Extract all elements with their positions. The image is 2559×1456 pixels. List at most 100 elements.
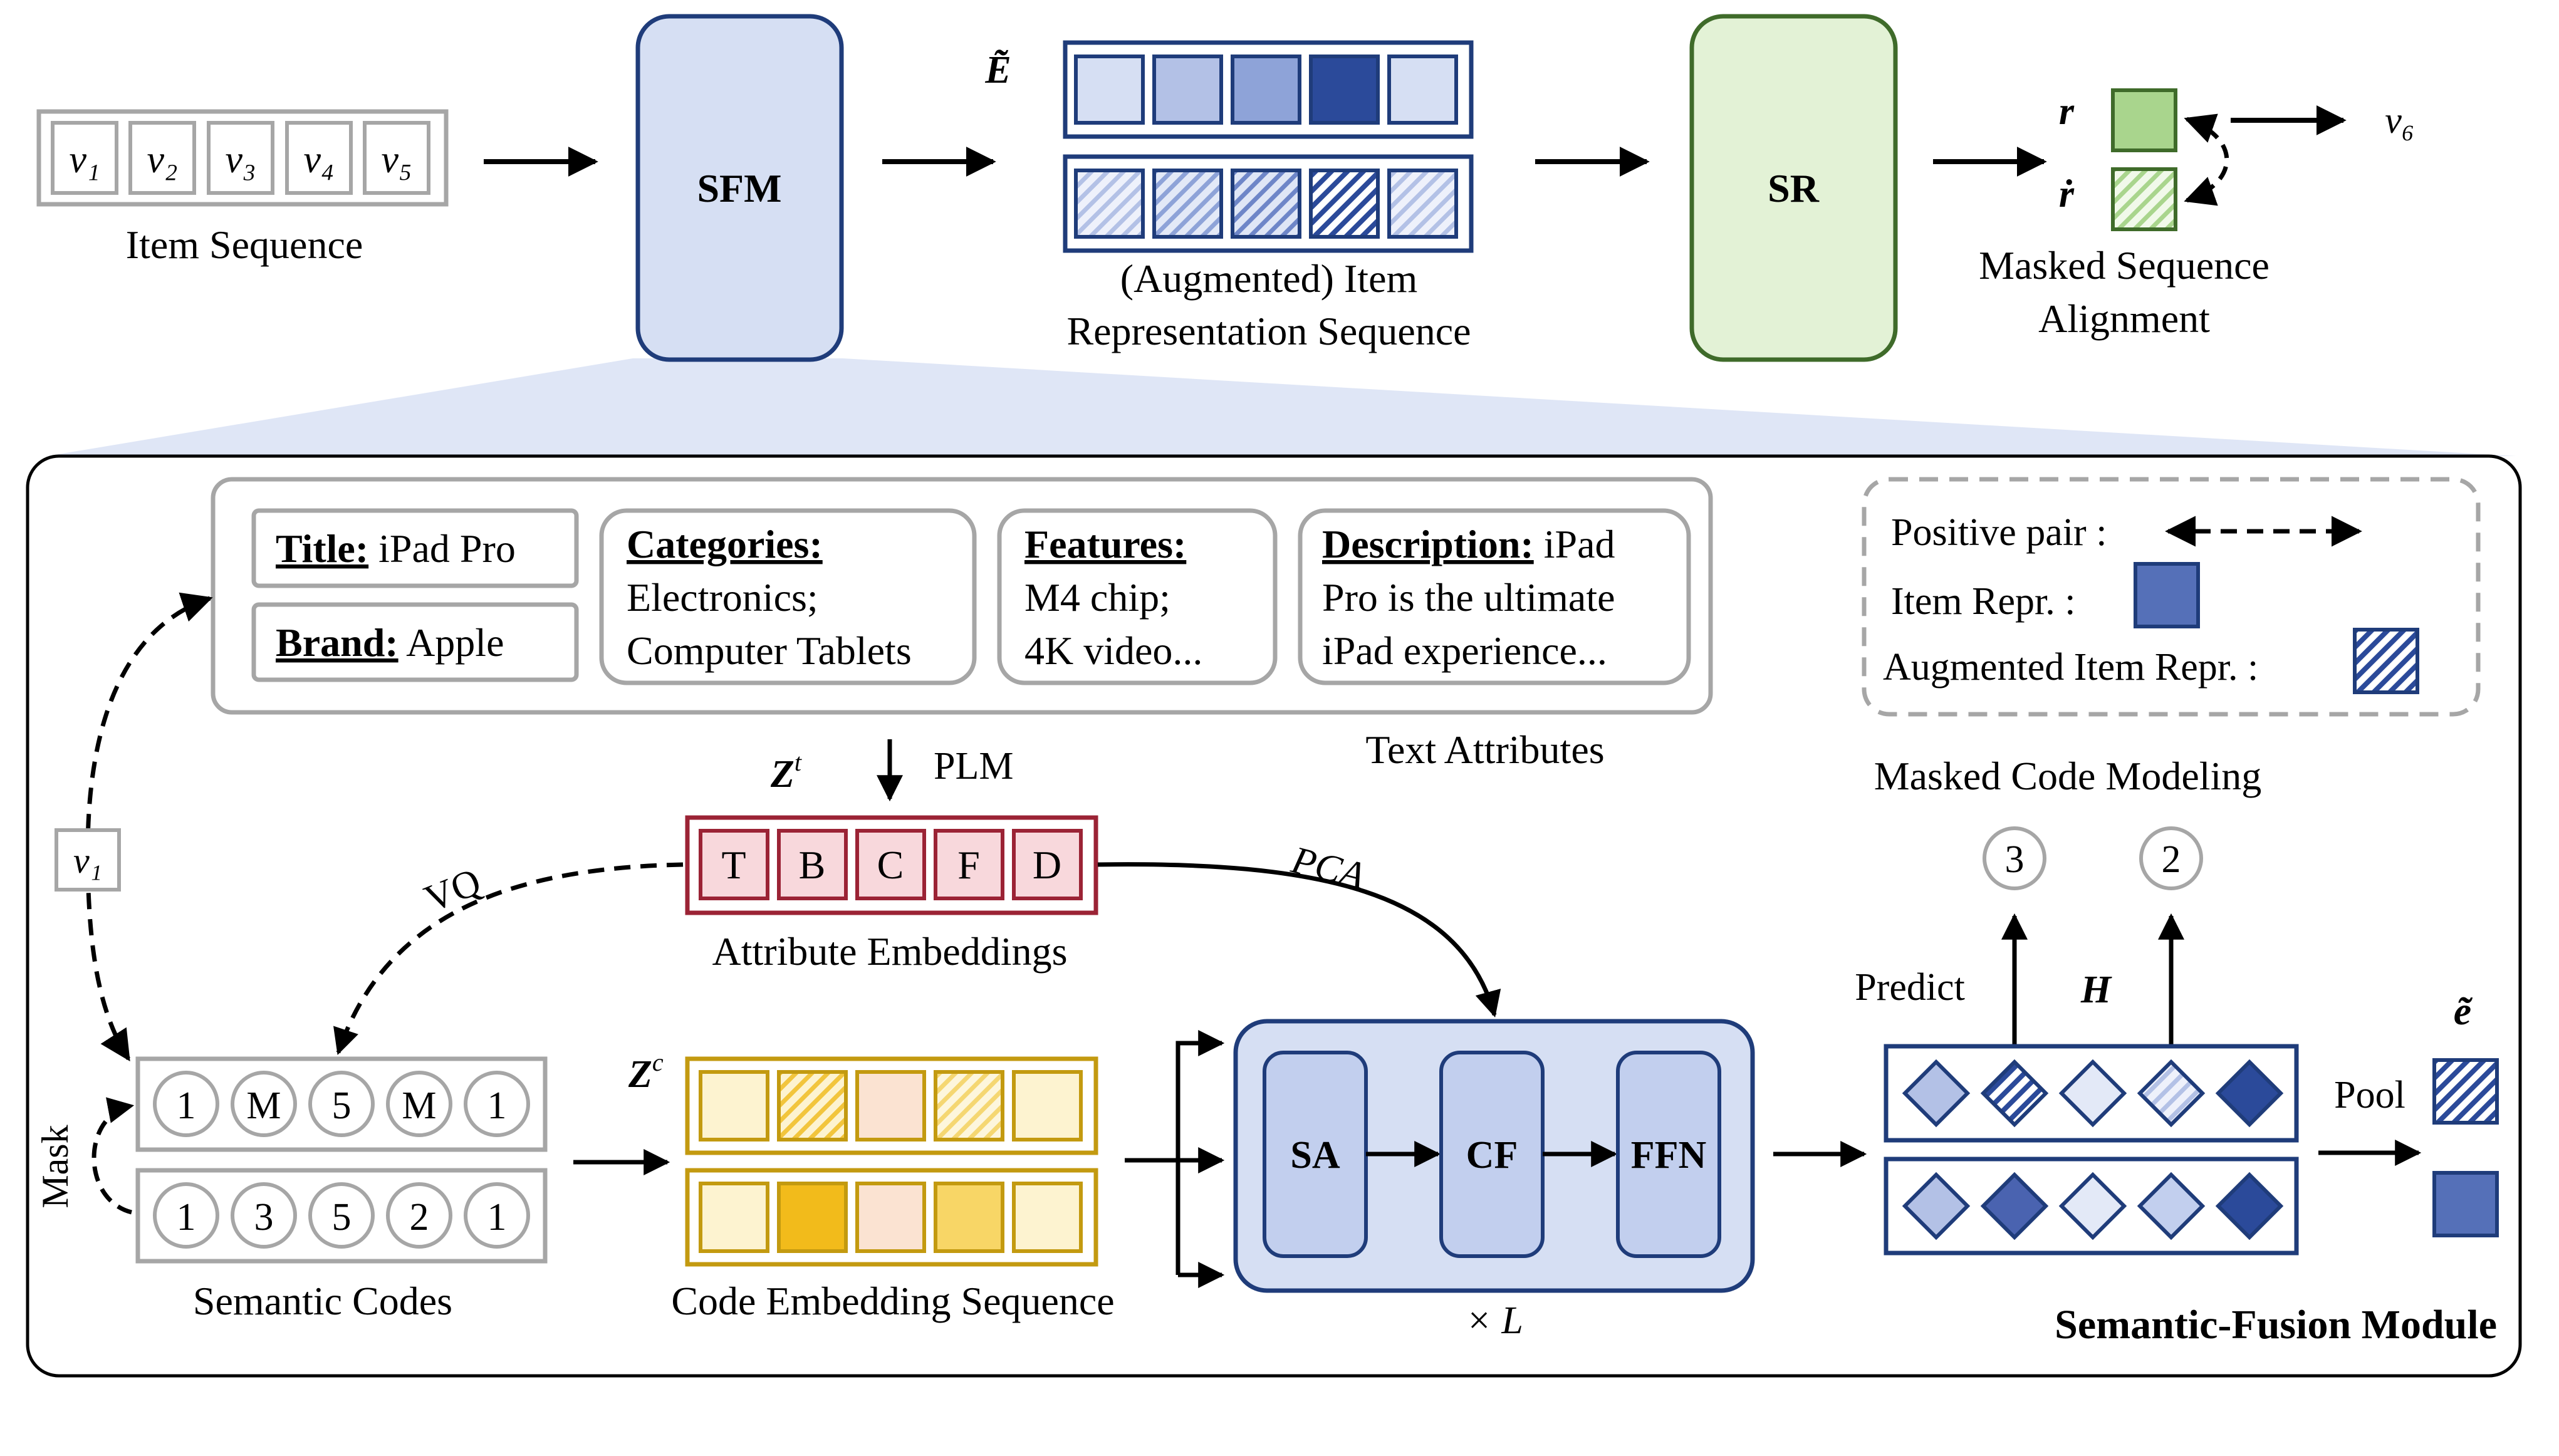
zc-label: Zc xyxy=(628,1048,664,1096)
title-attr-key: Title: xyxy=(276,526,368,571)
item-v1: v₁ xyxy=(69,138,100,181)
masked-hidden-states xyxy=(1884,1044,2299,1143)
description-attr-key: Description: xyxy=(1322,522,1534,566)
legend-item-repr: Item Repr. : xyxy=(1891,580,2075,623)
categories-attr-line2: Computer Tablets xyxy=(627,628,912,673)
code-3: 5 xyxy=(332,1196,352,1239)
pred-code-1: 3 xyxy=(2005,838,2025,881)
description-attr-box xyxy=(1298,508,1691,685)
pooled-aug-repr xyxy=(2432,1058,2499,1125)
attribute-embeddings: T B C F D xyxy=(685,815,1098,915)
r-dot-square xyxy=(2111,167,2177,231)
ffn-block xyxy=(1616,1051,1721,1258)
categories-attr-key: Categories: xyxy=(627,522,823,566)
attr-letter-t: T xyxy=(721,843,746,887)
masked-code-5: 1 xyxy=(487,1084,507,1127)
r-square xyxy=(2111,88,2177,152)
pool-label: Pool xyxy=(2334,1074,2405,1116)
description-attr-line1: Pro is the ultimate xyxy=(1322,575,1615,620)
r-dot-label: ṙ xyxy=(2059,173,2075,216)
v1-box xyxy=(55,828,121,892)
masked-code-4: M xyxy=(402,1084,436,1127)
title-attr-value: iPad Pro xyxy=(368,526,516,571)
item-v3: v₃ xyxy=(225,138,256,181)
masked-code-2: M xyxy=(246,1084,281,1127)
item-sequence-label: Item Sequence xyxy=(126,222,363,267)
description-attr-line2: iPad experience... xyxy=(1322,628,1607,673)
text-attributes-caption: Text Attributes xyxy=(1365,727,1604,772)
masked-code-1: 1 xyxy=(177,1084,196,1127)
aug-item-repr-sequence xyxy=(1063,154,1474,253)
e-tilde-label: Ẽ xyxy=(984,49,1011,91)
title-attr-text: Title: iPad Pro xyxy=(276,526,516,571)
align-caption-line2: Alignment xyxy=(2038,296,2210,341)
item-v2: v₂ xyxy=(147,138,177,181)
attr-letter-f: F xyxy=(957,843,980,887)
code-4: 2 xyxy=(410,1196,429,1239)
description-attr-value: iPad xyxy=(1534,522,1615,566)
code-2: 3 xyxy=(254,1196,274,1239)
times-l-label: × L xyxy=(1466,1299,1523,1342)
code-1: 1 xyxy=(177,1196,196,1239)
mcm-label: Masked Code Modeling xyxy=(1874,754,2262,798)
mask-label: Mask xyxy=(34,1125,76,1208)
plm-label: PLM xyxy=(934,745,1013,788)
legend-aug-item-repr: Augmented Item Repr. : xyxy=(1883,646,2258,689)
attr-letter-b: B xyxy=(799,843,826,887)
align-caption-line1: Masked Sequence xyxy=(1979,243,2270,288)
zt-label: Zt xyxy=(770,748,802,796)
cf-label: CF xyxy=(1466,1134,1518,1177)
features-attr-line2: 4K video... xyxy=(1024,628,1202,673)
brand-attr-box xyxy=(251,602,579,682)
sfm-block xyxy=(635,14,844,362)
brand-attr-text: Brand: Apple xyxy=(276,620,504,665)
legend-positive-pair: Positive pair : xyxy=(1891,511,2107,554)
semantic-codes: 1 3 5 2 1 xyxy=(135,1168,548,1264)
attr-letter-d: D xyxy=(1033,843,1061,887)
v1-mask-link xyxy=(85,592,213,1062)
masked-code-3: 5 xyxy=(332,1084,352,1127)
repr-caption-line2: Representation Sequence xyxy=(1066,309,1471,353)
zc-letter: Z xyxy=(628,1053,652,1096)
sfm-label: SFM xyxy=(697,166,781,211)
repr-caption-line1: (Augmented) Item xyxy=(1120,256,1418,301)
item-v5: v₅ xyxy=(381,138,412,181)
masked-semantic-codes: 1 M 5 M 1 xyxy=(135,1056,548,1152)
sr-label: SR xyxy=(1768,166,1820,211)
legend-aug-item-repr-swatch xyxy=(2353,628,2419,694)
semantic-codes-caption: Semantic Codes xyxy=(193,1279,452,1323)
alignment-arrow xyxy=(2184,113,2229,206)
vq-arrow xyxy=(333,862,684,1055)
pooled-repr xyxy=(2432,1171,2499,1237)
module-title: Semantic-Fusion Module xyxy=(2055,1302,2497,1348)
h-label: H xyxy=(2080,969,2112,1011)
code-embeddings xyxy=(685,1168,1098,1267)
code-5: 1 xyxy=(487,1196,507,1239)
e-tilde-small-label: ẽ xyxy=(2454,989,2473,1033)
next-item-label: v₆ xyxy=(2385,100,2415,141)
features-attr-key: Features: xyxy=(1024,522,1186,566)
categories-attr-line1: Electronics; xyxy=(627,575,818,620)
features-attr-box xyxy=(997,508,1278,685)
code-embedding-caption: Code Embedding Sequence xyxy=(671,1279,1114,1323)
pred-code-circle-2 xyxy=(2139,826,2203,890)
zt-letter: Z xyxy=(770,753,795,796)
legend-item-repr-swatch xyxy=(2134,562,2200,628)
item-sequence: v₁ v₂ v₃ v₄ v₅ xyxy=(36,109,449,207)
features-attr-line1: M4 chip; xyxy=(1024,575,1170,620)
ffn-label: FFN xyxy=(1631,1134,1707,1177)
brand-attr-key: Brand: xyxy=(276,620,399,665)
item-v4: v₄ xyxy=(303,138,334,181)
sa-label: SA xyxy=(1290,1134,1340,1177)
title-attr-box xyxy=(251,508,579,588)
zt-superscript: t xyxy=(795,748,802,776)
categories-attr-box xyxy=(599,508,977,685)
zoom-region xyxy=(47,358,2516,456)
r-label: r xyxy=(2059,90,2075,133)
pca-arrow xyxy=(1097,862,1501,1018)
description-attr-first-line: Description: iPad xyxy=(1322,522,1615,566)
v1-label: v₁ xyxy=(73,840,102,881)
sr-block xyxy=(1689,14,1898,362)
item-repr-sequence xyxy=(1063,40,1474,139)
